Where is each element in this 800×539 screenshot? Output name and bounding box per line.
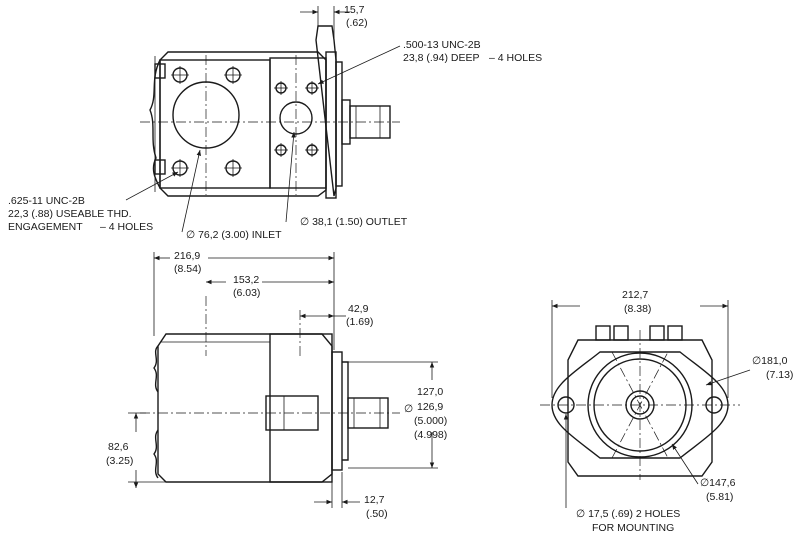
side-view: 216,9 (8.54) 153,2 (6.03) 42,9 (1.69) 12… [106,250,447,520]
flange-width-inch-label: (8.38) [624,303,651,315]
flange-dim-inch-label: (.62) [346,17,368,29]
pilot-length-label: 12,7 [364,494,385,506]
mount-holes-label: ∅ 17,5 (.69) 2 HOLES [576,508,680,520]
pilot-dia-max-label: 127,0 [417,386,443,398]
port-center-inch-label: (6.03) [233,287,260,299]
pilot-length-inch-label: (.50) [366,508,388,520]
body-dia-label: ∅147,6 [700,477,736,489]
port-center-label: 153,2 [233,274,259,286]
inlet-dia-label: ∅ 76,2 (3.00) INLET [186,229,282,241]
mount-holes2-label: FOR MOUNTING [592,522,674,534]
top-view: 15,7 (.62) .500-13 UNC-2B 23,8 (.94) DEE… [8,4,542,241]
shaft-height-inch-label: (3.25) [106,455,133,467]
inlet-thread-engagement2-label: ENGAGEMENT [8,221,83,233]
outlet-thread-depth-label: 23,8 (.94) DEEP [403,52,479,64]
outlet-dia-label: ∅ 38,1 (1.50) OUTLET [300,216,408,228]
inlet-thread-holes-label: – 4 HOLES [100,221,153,233]
pilot-dia-min-label: 126,9 [417,401,443,413]
body-dia-inch-label: (5.81) [706,491,733,503]
flange-offset-label: 42,9 [348,303,369,315]
bolt-circle-inch-label: (7.13) [766,369,793,381]
inlet-thread-engagement-label: 22,3 (.88) USEABLE THD. [8,208,132,220]
end-view: 212,7 (8.38) ∅181,0 (7.13) ∅147,6 (5.81)… [540,289,793,534]
pilot-dia-symbol: ∅ [404,403,413,415]
flange-width-label: 212,7 [622,289,648,301]
flange-dim-label: 15,7 [344,4,365,16]
outlet-thread-label: .500-13 UNC-2B [403,39,481,51]
shaft-height-label: 82,6 [108,441,129,453]
pilot-dia-min-inch-label: (4.998) [414,429,447,441]
overall-length-label: 216,9 [174,250,200,262]
overall-length-inch-label: (8.54) [174,263,201,275]
outlet-thread-holes-label: – 4 HOLES [489,52,542,64]
bolt-circle-label: ∅181,0 [752,355,788,367]
inlet-thread-label: .625-11 UNC-2B [8,195,85,207]
pilot-dia-max-inch-label: (5.000) [414,415,447,427]
flange-offset-inch-label: (1.69) [346,316,373,328]
